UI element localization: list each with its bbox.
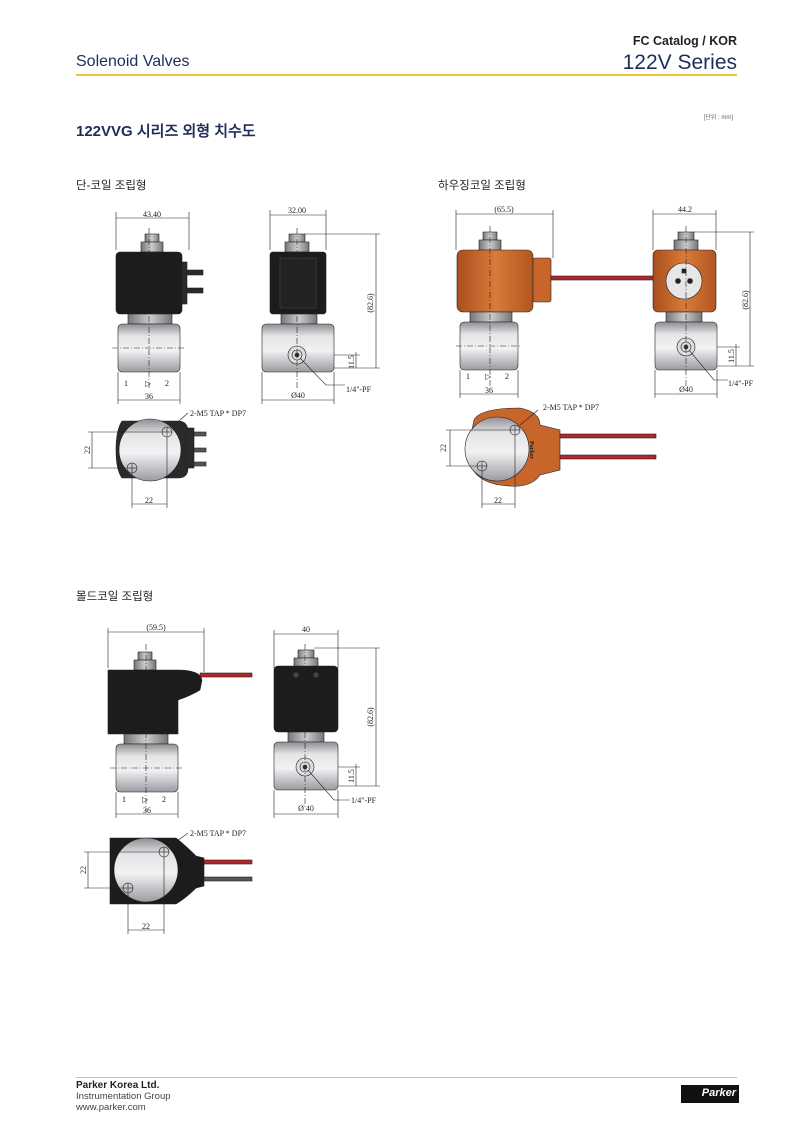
din-port-in: 1 — [124, 379, 128, 388]
footer-group: Instrumentation Group — [76, 1091, 171, 1102]
parker-logo: Parker — [681, 1085, 739, 1103]
molded-tap-vertical: 22 — [79, 866, 88, 874]
molded-front-view — [107, 628, 253, 818]
housing-tap-spec: 2-M5 TAP * DP7 — [543, 403, 599, 412]
din-side-width: 32.00 — [288, 206, 306, 215]
molded-body-dia: Ø 40 — [298, 804, 314, 813]
document-category: Solenoid Valves — [76, 53, 190, 70]
din-base-width: 36 — [145, 392, 153, 401]
housing-side-width: 44.2 — [678, 205, 692, 214]
housing-port-spec: 1/4"-PF — [728, 379, 754, 388]
molded-variant-title: 몰드코일 조립형 — [76, 591, 154, 603]
din-port-out: 2 — [165, 379, 169, 388]
din-front-width: 43.40 — [143, 210, 161, 219]
housing-port-out: 2 — [505, 372, 509, 381]
molded-tap-horizontal: 22 — [142, 922, 150, 931]
molded-flow-mark: ▷ — [142, 795, 149, 804]
housing-side-view — [652, 210, 754, 398]
din-port-height: 11.5 — [347, 355, 356, 369]
din-front-view — [112, 212, 204, 404]
molded-tap-spec: 2-M5 TAP * DP7 — [190, 829, 246, 838]
molded-port-out: 2 — [162, 795, 166, 804]
footer-company: Parker Korea Ltd. — [76, 1080, 160, 1091]
molded-base-width: 36 — [143, 806, 151, 815]
housing-tap-horizontal: 22 — [494, 496, 502, 505]
din-tap-vertical: 22 — [83, 446, 92, 454]
header-divider — [76, 74, 737, 76]
parker-logo-text: Parker — [701, 1087, 736, 1099]
housing-front-view — [455, 210, 656, 398]
housing-port-height: 11.5 — [727, 349, 736, 363]
din-height: (82.6) — [366, 293, 375, 313]
din-top-view — [88, 412, 207, 508]
footer-website: www.parker.com — [76, 1102, 146, 1113]
din-flow-mark: ▷ — [145, 379, 152, 388]
housing-flow-mark: ▷ — [485, 372, 492, 381]
molded-port-in: 1 — [122, 795, 126, 804]
housing-base-width: 36 — [485, 386, 493, 395]
section-title: 122VVG 시리즈 외형 치수도 — [76, 123, 256, 140]
molded-height: (82.6) — [366, 707, 375, 727]
housing-height: (82.6) — [741, 290, 750, 310]
din-side-view — [261, 210, 380, 404]
housing-tap-vertical: 22 — [439, 444, 448, 452]
din-tap-horizontal: 22 — [145, 496, 153, 505]
housing-top-view — [446, 407, 657, 508]
housing-body-dia: Ø40 — [679, 385, 693, 394]
housing-port-in: 1 — [466, 372, 470, 381]
din-body-dia: Ø40 — [291, 391, 305, 400]
din-tap-spec: 2-M5 TAP * DP7 — [190, 409, 246, 418]
housing-brand-mark: Parker — [528, 441, 534, 459]
molded-side-view — [273, 630, 380, 818]
footer-divider — [76, 1077, 737, 1078]
molded-top-view — [84, 832, 253, 934]
molded-front-width: (59.5) — [146, 623, 166, 632]
din-port-spec: 1/4"-PF — [346, 385, 372, 394]
din-variant-title: 단-코일 조립형 — [76, 180, 147, 192]
molded-port-height: 11.5 — [347, 769, 356, 783]
catalog-label: FC Catalog / KOR — [632, 34, 737, 48]
housing-front-width: (65.5) — [494, 205, 514, 214]
molded-port-spec: 1/4"-PF — [351, 796, 377, 805]
molded-side-width: 40 — [302, 625, 310, 634]
housing-variant-title: 하우징코일 조립형 — [438, 180, 526, 192]
unit-note: [단위 : mm] — [703, 115, 733, 121]
series-title: 122V Series — [622, 51, 737, 74]
